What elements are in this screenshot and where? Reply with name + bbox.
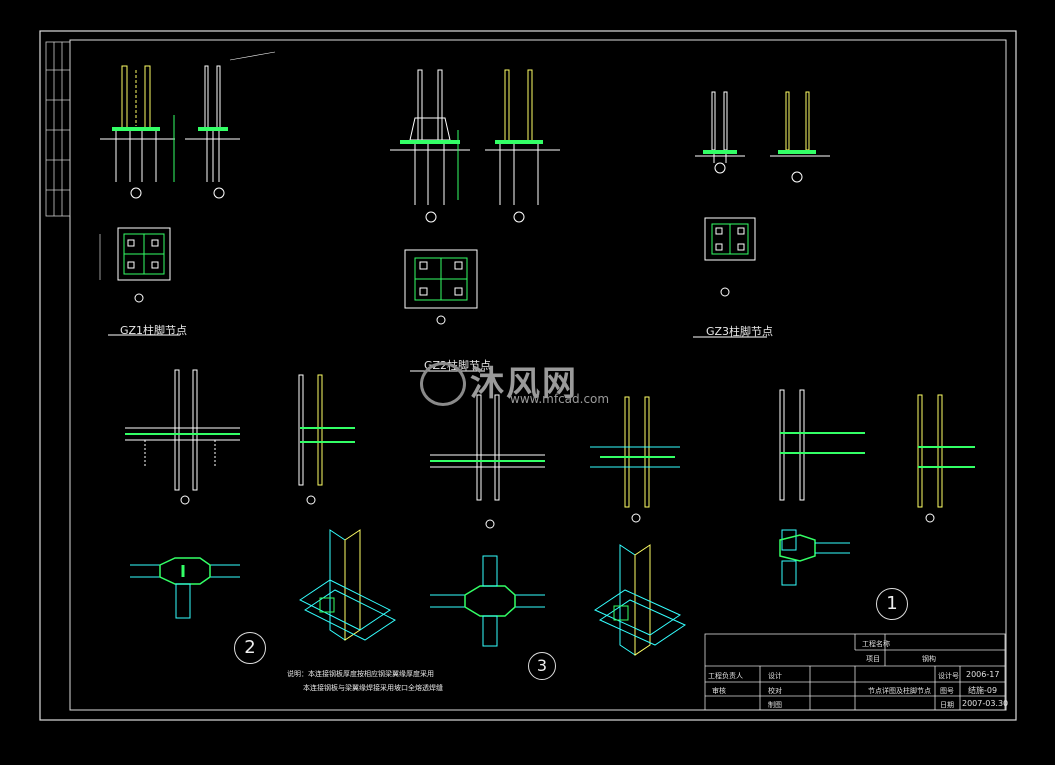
tb-checker: 校对: [768, 687, 782, 695]
node-2-plan: [130, 557, 240, 619]
watermark-url: www.mfcad.com: [510, 392, 610, 406]
note-line-1: 说明：本连接钢板厚度按相应钢梁翼缘厚度采用: [287, 670, 434, 678]
tb-sheet-no: 结施-09: [968, 686, 998, 695]
gz1-elevation-a: [100, 65, 175, 199]
gz1-plan: [99, 227, 180, 336]
connection-elevation-1: [125, 369, 240, 505]
gz3-detail-title: GZ3柱脚节点: [706, 325, 774, 338]
tb-date-label: 日期: [940, 701, 954, 709]
node-3-plan: [430, 555, 545, 647]
tb-project-no: 2006-17: [966, 670, 1000, 679]
connection-elevation-3: [430, 394, 545, 529]
gz2-elevation-a: [390, 69, 470, 223]
node-3-isometric: [593, 544, 687, 656]
drawing-frame-inner: [69, 39, 1007, 711]
tb-designer: 设计: [768, 672, 782, 680]
watermark-brand: 沐风网: [470, 364, 578, 404]
tb-chief-engineer: 工程负责人: [708, 672, 743, 680]
binding-strip: [45, 41, 71, 217]
connection-elevation-6: [917, 394, 975, 523]
tb-drawing-title: 节点详图及柱脚节点: [868, 687, 931, 695]
tb-item-label: 项目: [866, 655, 880, 663]
tb-reviewer: 审核: [712, 687, 726, 695]
gz1-elevation-b: [185, 51, 276, 199]
gz3-plan: [693, 217, 767, 338]
gz3-elevation-b: [770, 91, 830, 183]
gz1-detail-title: GZ1柱脚节点: [120, 324, 188, 337]
watermark-logo-icon: [420, 362, 466, 406]
connection-elevation-4: [590, 396, 680, 523]
tb-project-label: 工程名称: [862, 640, 890, 648]
tb-project-no-label: 设计号: [938, 672, 959, 680]
tb-drawer: 制图: [768, 701, 782, 709]
node-3-marker: 3: [528, 652, 556, 680]
note-line-2: 本连接钢板与梁翼缘焊接采用坡口全熔透焊缝: [303, 684, 443, 692]
drawing-frame-outer: [39, 30, 1017, 721]
tb-date: 2007-03.30: [962, 699, 1009, 708]
gz3-elevation-a: [695, 91, 745, 174]
connection-elevation-2: [298, 374, 355, 505]
title-block-grid: [704, 633, 1006, 711]
node-1-plan: [779, 529, 850, 586]
node-2-marker: 2: [234, 632, 266, 664]
connection-elevation-5: [779, 389, 865, 501]
node-2-isometric: [299, 529, 396, 641]
tb-sheet-no-label: 图号: [940, 687, 954, 695]
gz2-plan: [404, 249, 485, 372]
gz2-elevation-b: [485, 69, 560, 223]
node-1-marker: 1: [876, 588, 908, 620]
tb-item-value: 钢构: [922, 655, 936, 663]
